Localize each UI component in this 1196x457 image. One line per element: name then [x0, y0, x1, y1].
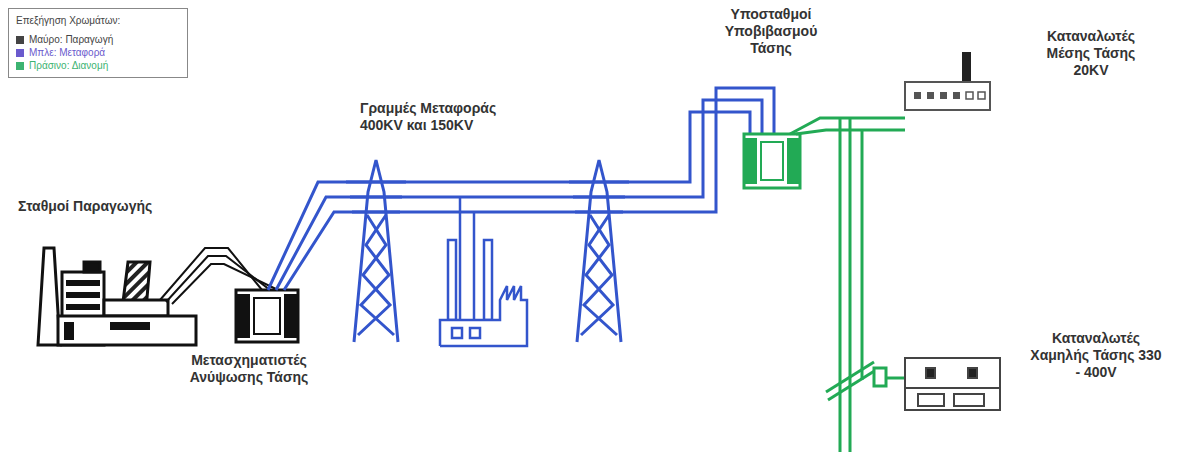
component-label: Καταναλωτές Μέσης Τάσης 20KV — [1030, 28, 1152, 79]
component-label: Μετασχηματιστές Ανύψωσης Τάσης — [182, 352, 316, 386]
legend-swatch — [16, 49, 24, 57]
legend-heading: Επεξήγηση Χρωμάτων: — [16, 14, 180, 27]
step-up-transformer — [236, 290, 298, 342]
component-label: Σταθμοί Παραγωγής — [18, 198, 218, 215]
component-label: Καταναλωτές Χαμηλής Τάσης 330 - 400V — [1030, 330, 1162, 381]
step-down-substation — [744, 134, 800, 188]
color-legend: Επεξήγηση Χρωμάτων: Μαύρο: ΠαραγωγήΜπλε: … — [8, 8, 188, 78]
legend-entry: Μαύρο: Παραγωγή — [16, 33, 180, 46]
legend-entry: Πράσινο: Διανομή — [16, 59, 180, 72]
transmission-lines — [268, 88, 774, 290]
legend-entry: Μπλε: Μεταφορά — [16, 46, 180, 59]
industrial-consumer — [440, 197, 527, 346]
low-voltage-house — [905, 358, 1000, 410]
legend-swatch — [16, 62, 24, 70]
component-label: Υποσταθμοί Υποβιβασμού Τάσης — [706, 6, 836, 57]
distribution-lines — [790, 118, 905, 452]
component-label: Γραμμές Μεταφοράς 400KV και 150KV — [360, 100, 538, 134]
transmission-tower — [569, 160, 629, 342]
transmission-tower — [346, 160, 406, 342]
legend-swatch — [16, 36, 24, 44]
legend-text: Μπλε: Μεταφορά — [29, 46, 105, 59]
medium-voltage-factory — [905, 52, 990, 110]
legend-text: Πράσινο: Διανομή — [29, 59, 108, 72]
legend-text: Μαύρο: Παραγωγή — [29, 33, 113, 46]
